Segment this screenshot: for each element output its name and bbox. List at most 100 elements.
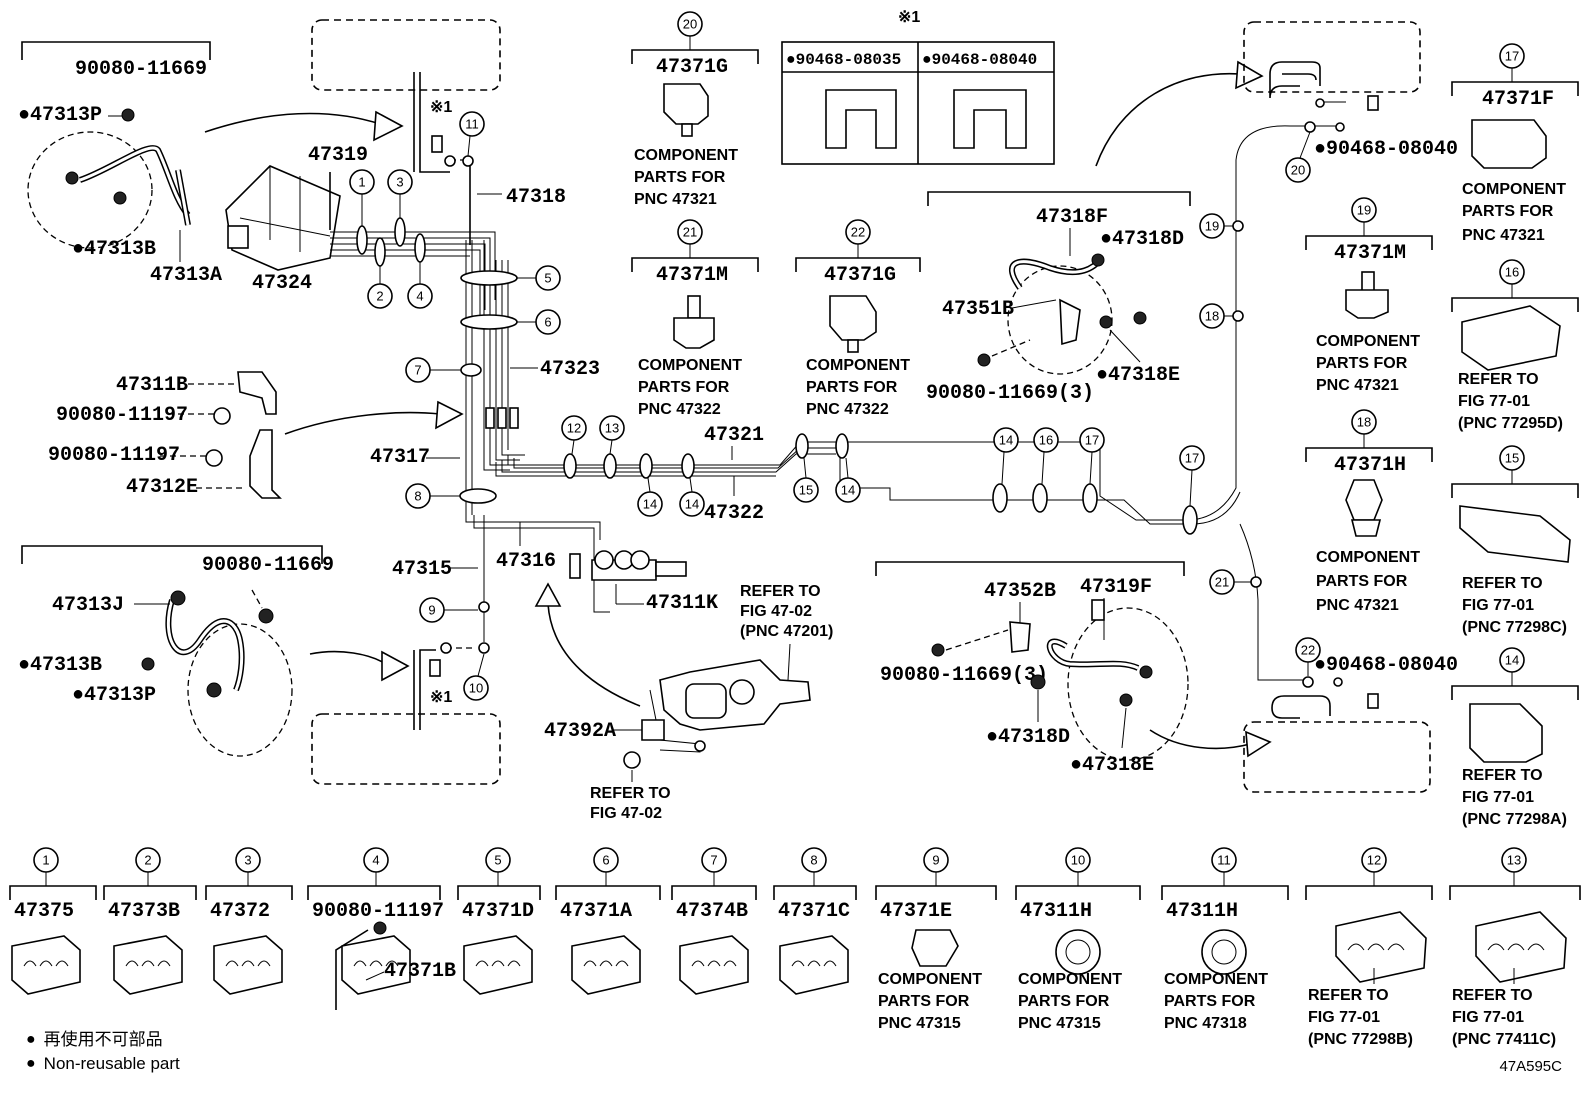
label-47313A: 47313A [150, 264, 222, 287]
label-47317: 47317 [370, 446, 430, 469]
clip-ref-15: 15 REFER TO FIG 77-01 (PNC 77298C) [1451, 445, 1579, 636]
svg-text:4: 4 [416, 289, 423, 304]
svg-text:FIG 77-01: FIG 77-01 [1462, 789, 1534, 806]
callout-number: 11 [1217, 853, 1231, 868]
svg-text:(PNC 47201): (PNC 47201) [740, 623, 833, 640]
svg-text:2: 2 [376, 289, 383, 304]
svg-text:7: 7 [414, 363, 421, 378]
main-pipe-bundle: 47318 47323 47317 [330, 165, 600, 515]
label-47316: 47316 [496, 550, 556, 573]
svg-text:COMPONENT: COMPONENT [806, 357, 910, 374]
svg-text:PNC 47322: PNC 47322 [638, 401, 721, 418]
master-cylinder: REFER TO FIG 47-02 (PNC 47201) 47392A RE… [544, 583, 833, 822]
svg-text:19: 19 [1357, 203, 1371, 218]
svg-text:FIG 77-01: FIG 77-01 [1462, 597, 1534, 614]
clip-sketch [779, 935, 849, 995]
callout-number: 6 [602, 853, 609, 868]
svg-text:●47318D: ●47318D [1100, 228, 1184, 251]
svg-text:22: 22 [851, 225, 865, 240]
part-number: 47371A [560, 900, 632, 923]
svg-text:17: 17 [1085, 433, 1099, 448]
part-note: PNC 47318 [1164, 1015, 1247, 1032]
part-number: 47372 [210, 900, 270, 923]
svg-text:●90468-08040: ●90468-08040 [1314, 654, 1458, 677]
part-number: 90080-11197 [312, 900, 444, 923]
clip-47371G-a: 20 47371G COMPONENT PARTS FOR PNC 47321 [631, 11, 759, 208]
svg-text:16: 16 [1039, 433, 1053, 448]
svg-text:5: 5 [544, 271, 551, 286]
label-47311K: 47311K [646, 592, 718, 615]
clip-table-x1: ※1 ●90468-08035 ●90468-08040 [781, 9, 1055, 165]
part-note: PNC 47315 [878, 1015, 961, 1032]
main-horizontal-pipes: 47321 47322 12 13 14 14 15 14 14 16 17 1… [495, 224, 1241, 535]
callout-number: 2 [144, 853, 151, 868]
location-box-top [311, 19, 501, 91]
svg-text:(PNC 77298A): (PNC 77298A) [1462, 811, 1567, 828]
svg-text:90080-11669(3): 90080-11669(3) [926, 382, 1094, 405]
svg-text:※1: ※1 [898, 9, 920, 26]
clip-47371G-b: 22 47371G COMPONENT PARTS FOR PNC 47322 [795, 219, 921, 418]
label-47311B: 47311B [116, 374, 188, 397]
part-number: 47375 [14, 900, 74, 923]
svg-text:FIG 47-02: FIG 47-02 [740, 603, 812, 620]
legend: ●再使用不可部品 ●Non-reusable part [26, 1028, 180, 1076]
clip-sketch [679, 935, 749, 995]
clip-sketch [113, 935, 183, 995]
callout-number: 8 [810, 853, 817, 868]
bottom-part-2: 2 47373B [103, 847, 197, 995]
bottom-row-parts: 147375247373B347372490080-1119747371B547… [9, 847, 1581, 1048]
svg-text:COMPONENT: COMPONENT [1462, 181, 1566, 198]
svg-text:47371G: 47371G [824, 264, 896, 287]
part-note: PARTS FOR [878, 993, 970, 1010]
part-number: 47373B [108, 900, 180, 923]
bottom-part-8: 8 47371C [773, 847, 857, 995]
part-note: FIG 77-01 [1452, 1009, 1524, 1026]
clip-ref-14: 14 REFER TO FIG 77-01 (PNC 77298A) [1451, 647, 1579, 828]
svg-text:90080-11669(3): 90080-11669(3) [880, 664, 1048, 687]
svg-text:3: 3 [396, 175, 403, 190]
label-90080-11669: 90080-11669 [75, 58, 207, 81]
part-note: (PNC 77298B) [1308, 1031, 1413, 1048]
svg-text:REFER TO: REFER TO [1458, 371, 1539, 388]
svg-text:14: 14 [643, 497, 657, 512]
svg-text:47319F: 47319F [1080, 576, 1152, 599]
svg-text:11: 11 [465, 117, 479, 132]
svg-text:●47318D: ●47318D [986, 726, 1070, 749]
part-note: PARTS FOR [1018, 993, 1110, 1010]
part-number-2: 47371B [384, 960, 456, 983]
callout-number: 5 [494, 853, 501, 868]
bottom-part-5: 5 47371D [457, 847, 541, 995]
svg-text:20: 20 [683, 17, 697, 32]
svg-text:47371M: 47371M [656, 264, 728, 287]
clip-47371M-b: 19 47371M COMPONENT PARTS FOR PNC 47321 [1305, 197, 1433, 394]
svg-text:47318F: 47318F [1036, 206, 1108, 229]
clip-47371F: 17 47371F COMPONENT PARTS FOR PNC 47321 [1451, 43, 1579, 244]
bottom-part-6: 6 47371A [555, 847, 661, 995]
svg-text:●90468-08040: ●90468-08040 [922, 51, 1037, 69]
svg-text:9: 9 [428, 603, 435, 618]
svg-text:47371G: 47371G [656, 56, 728, 79]
svg-text:47371F: 47371F [1482, 88, 1554, 111]
part-note: COMPONENT [1018, 971, 1122, 988]
svg-text:17: 17 [1505, 49, 1519, 64]
part-number: 47371D [462, 900, 534, 923]
part-number: 47374B [676, 900, 748, 923]
legend-english: Non-reusable part [43, 1054, 180, 1073]
label-90080-11669-b: 90080-11669 [202, 554, 334, 577]
svg-text:●90468-08040: ●90468-08040 [1314, 138, 1458, 161]
label-47324: 47324 [252, 272, 312, 295]
svg-text:REFER TO: REFER TO [1462, 575, 1543, 592]
svg-text:PARTS FOR: PARTS FOR [638, 379, 730, 396]
part-number: 47371C [778, 900, 850, 923]
svg-text:REFER TO: REFER TO [1462, 767, 1543, 784]
svg-text:47351B: 47351B [942, 298, 1014, 321]
label-47313P: ●47313P [18, 104, 102, 127]
svg-text:12: 12 [567, 421, 581, 436]
svg-text:10: 10 [469, 681, 483, 696]
callout-number: 10 [1071, 853, 1085, 868]
svg-text:47371H: 47371H [1334, 454, 1406, 477]
junction-block: 47319 47324 [225, 144, 368, 295]
svg-text:COMPONENT: COMPONENT [1316, 333, 1420, 350]
